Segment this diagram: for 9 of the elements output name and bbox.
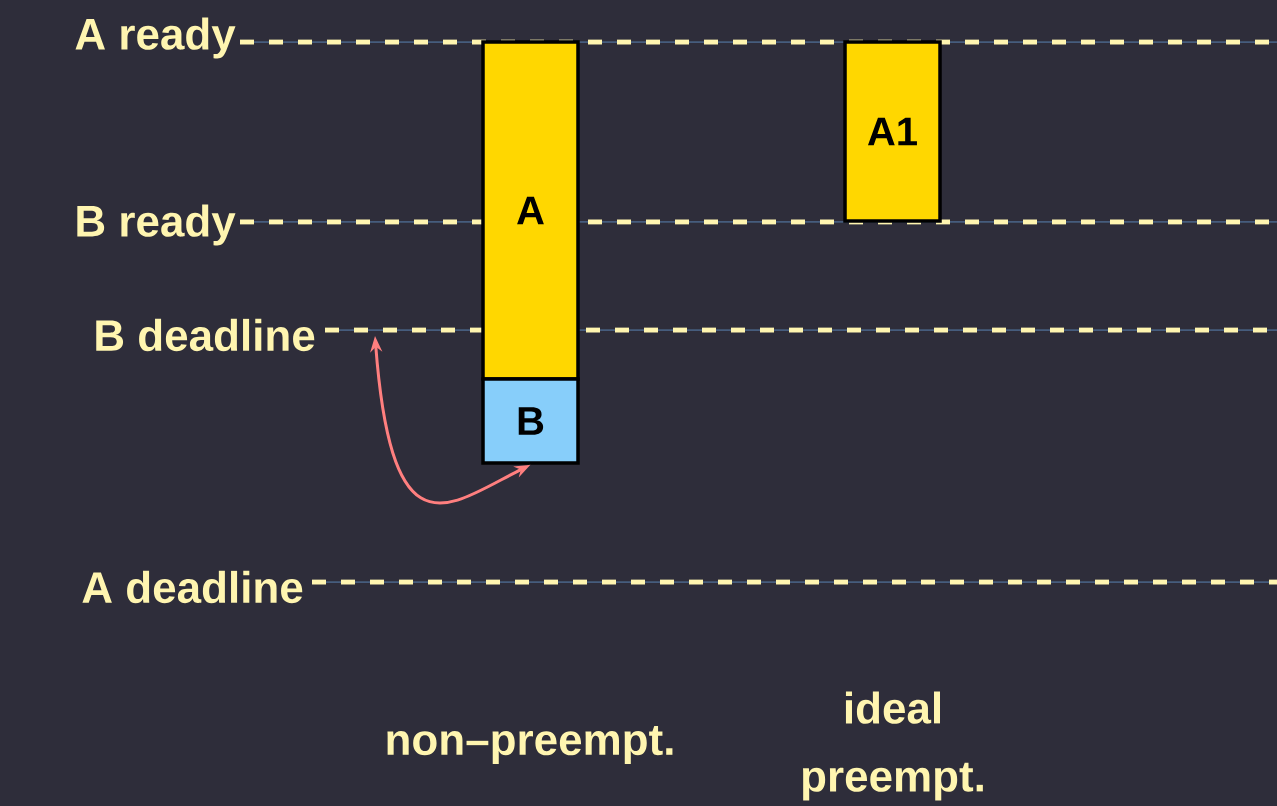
column-label: non–preempt. [387,726,673,764]
line-label: B ready [77,204,236,246]
task-box: A1 [843,40,942,223]
line-label: A deadline [82,570,303,604]
task-box: A [481,40,580,381]
line-label: B deadline [96,318,315,352]
column-label: ideal preempt. [803,691,983,801]
line-label: A ready [75,17,236,59]
task-box: B [481,377,580,465]
